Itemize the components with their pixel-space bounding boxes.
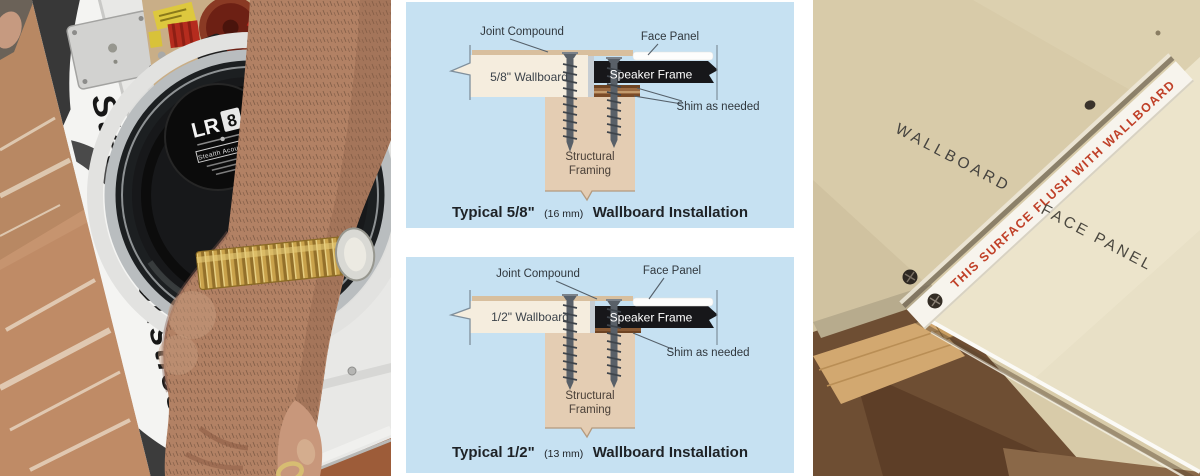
installer-arm [158, 0, 391, 476]
diagram-caption: Typical 5/8" (16 mm) Wallboard Installat… [452, 204, 748, 221]
wallboard-block [451, 55, 588, 97]
label-face-panel: Face Panel [641, 31, 699, 43]
label-face-panel: Face Panel [643, 265, 701, 277]
speaker-frame-block [595, 306, 718, 328]
label-speaker-frame: Speaker Frame [610, 311, 693, 325]
screw [606, 57, 622, 148]
rail-accent-bottom [138, 428, 228, 476]
caption-metric: (16 mm) [544, 208, 583, 220]
screw [606, 299, 622, 388]
finger-crease [198, 426, 249, 451]
wallboard-break-line [448, 45, 471, 100]
structural-framing-block [545, 97, 635, 191]
diagram-1-2-svg: Joint Compound Face Panel Speaker Frame … [406, 257, 794, 473]
leader-joint-compound [555, 280, 598, 300]
speaker-frame-block [594, 61, 718, 83]
diagram-5-8-wallboard: Joint Compound Face Panel Speaker Frame … [406, 0, 794, 230]
pine-stud [813, 318, 965, 404]
diagram-1-2-wallboard: Joint Compound Face Panel Speaker Frame … [406, 257, 794, 476]
structural-framing-block [545, 333, 635, 428]
label-joint-compound: Joint Compound [496, 268, 580, 280]
cut-edge-gap [590, 301, 595, 333]
wallboard-break-line [448, 290, 471, 345]
wristwatch [195, 227, 376, 291]
wallboard-block [451, 301, 590, 333]
paint-streaks [0, 116, 131, 472]
label-shim: Shim as needed [666, 347, 749, 359]
rail-accent-top [25, 0, 89, 126]
caption-imperial: Typical 5/8" [452, 204, 535, 221]
leader-face-panel [648, 277, 665, 300]
panel-screw [927, 293, 943, 309]
label-framing-line1: Structural [565, 151, 614, 163]
panel-edge-highlight [919, 313, 1200, 474]
label-wallboard: 1/2" Wallboard [491, 310, 569, 324]
leader-joint-compound [509, 38, 549, 53]
caption-suffix: Wallboard Installation [593, 444, 748, 461]
red-film-capacitor [167, 20, 201, 49]
screw [562, 52, 578, 152]
diagram-caption: Typical 1/2" (13 mm) Wallboard Installat… [452, 444, 748, 461]
cut-edge-gap [588, 56, 594, 97]
framing-break-line [545, 427, 635, 439]
joint-compound-layer [472, 50, 633, 56]
label-framing-line1: Structural [565, 390, 614, 402]
joint-compound-layer [472, 296, 633, 301]
label-wallboard: 5/8" Wallboard [490, 70, 568, 84]
label-speaker-frame: Speaker Frame [610, 68, 693, 82]
screw-hole [1084, 100, 1096, 110]
fingertip [0, 11, 22, 49]
photo-face-panel-svg: THIS SURFACE FLUSH WITH WALLBOARD WALLBO… [813, 0, 1200, 476]
leader-shim [633, 87, 683, 105]
small-capacitor [148, 30, 163, 48]
caption-metric: (13 mm) [544, 448, 583, 460]
flush-strip-band [906, 61, 1195, 330]
leader-shim [632, 332, 673, 350]
label-framing-line2: Framing [569, 165, 611, 177]
caption-imperial: Typical 1/2" [452, 444, 535, 461]
badge-num: 8 [225, 110, 239, 131]
photo-speaker-back-panel: Stealth Acoustics [0, 0, 391, 476]
framing-break-line [545, 190, 635, 202]
label-shim: Shim as needed [676, 101, 759, 113]
face-panel-strip [632, 297, 714, 307]
photo-face-panel-edge: THIS SURFACE FLUSH WITH WALLBOARD WALLBO… [813, 0, 1200, 476]
panel-screw-hole [347, 366, 357, 376]
diagram-5-8-svg: Joint Compound Face Panel Speaker Frame … [406, 2, 794, 228]
finger-crease [184, 451, 244, 471]
panel-screw [902, 269, 918, 285]
panel-edge-shadow [914, 318, 1195, 476]
shim-stack [595, 328, 641, 333]
photo-speaker-back-panel-svg: Stealth Acoustics [0, 0, 391, 476]
leader-face-panel [647, 43, 659, 56]
screw [562, 294, 578, 390]
label-joint-compound: Joint Compound [480, 26, 564, 38]
label-framing-line2: Framing [569, 404, 611, 416]
thumbnail [296, 439, 316, 465]
caption-suffix: Wallboard Installation [593, 204, 748, 221]
screw-hole [1155, 30, 1161, 36]
face-panel-strip [632, 51, 714, 61]
